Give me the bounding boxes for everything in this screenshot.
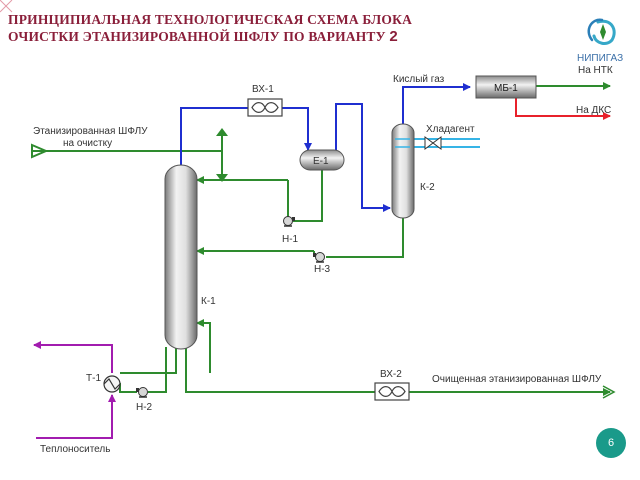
logo-text: НИПИГАЗ [577, 53, 623, 64]
title-line-2-text: ОЧИСТКИ ЭТАНИЗИРОВАННОЙ ШФЛУ ПО ВАРИАНТУ [8, 29, 390, 44]
k2-coolant-coil [395, 138, 410, 148]
page-title: ПРИНЦИПИАЛЬНАЯ ТЕХНОЛОГИЧЕСКАЯ СХЕМА БЛО… [8, 11, 478, 45]
pump-n3 [313, 252, 325, 263]
t1-return-line [148, 347, 167, 393]
page-number-badge: 6 [596, 428, 626, 458]
k1-overhead-line [180, 107, 248, 168]
k2-bottom-line [326, 218, 404, 258]
title-line-2: ОЧИСТКИ ЭТАНИЗИРОВАННОЙ ШФЛУ ПО ВАРИАНТУ… [8, 28, 478, 45]
feed-connector-arrow-up [216, 128, 228, 136]
product-line [185, 347, 611, 396]
air-cooler-vx1 [247, 98, 283, 117]
drum-e1 [299, 149, 345, 171]
acid-gas-line [402, 83, 471, 124]
label-coolant: Хладагент [426, 124, 475, 135]
label-to-ntk: На НТК [578, 65, 613, 76]
title-line-1: ПРИНЦИПИАЛЬНАЯ ТЕХНОЛОГИЧЕСКАЯ СХЕМА БЛО… [8, 12, 413, 27]
label-n1: Н-1 [282, 234, 299, 245]
label-heat-carrier: Теплоноситель [40, 444, 110, 455]
label-e1: Е-1 [313, 156, 329, 167]
label-feed-line2: на очистку [63, 138, 112, 149]
coolant-valve [424, 136, 442, 150]
k1-side-return-line [196, 319, 211, 373]
label-feed-line1: Этанизированная ШФЛУ [33, 126, 148, 137]
reflux-line-n1-k1 [293, 169, 323, 222]
n2-to-k1-line [119, 383, 137, 393]
heat-carrier-inlet-line [36, 394, 116, 439]
label-acid-gas: Кислый газ [393, 74, 445, 85]
mb1-to-dks-line [515, 96, 611, 120]
heat-carrier-outlet-line [33, 341, 113, 373]
e1-to-k2-line [335, 103, 391, 212]
label-vx2: ВХ-2 [380, 369, 402, 380]
label-mb1: МБ-1 [494, 83, 518, 94]
heat-exchanger-t1 [103, 375, 121, 393]
label-k2: К-2 [420, 182, 435, 193]
pump-n2 [136, 387, 148, 398]
feed-connector-arrow-down [216, 174, 228, 182]
unit-mb1 [475, 75, 537, 99]
label-t1: Т-1 [86, 373, 101, 384]
label-to-dks: На ДКС [576, 105, 611, 116]
nipigaz-logo [587, 18, 616, 45]
label-k1: К-1 [201, 296, 216, 307]
feed-inlet-arrow [31, 143, 49, 159]
vx1-outlet-line [282, 107, 312, 151]
title-variant-number: 2 [389, 28, 398, 45]
k1-bottom-to-t1-line [120, 347, 177, 374]
column-k1 [164, 164, 198, 350]
pump-n1 [283, 216, 295, 227]
air-cooler-vx2 [374, 382, 410, 401]
corner-cross-decoration [0, 0, 13, 13]
label-vx1: ВХ-1 [252, 84, 274, 95]
label-product: Очищенная этанизированная ШФЛУ [432, 374, 602, 385]
product-outlet-arrow [602, 385, 616, 399]
label-n2: Н-2 [136, 402, 153, 413]
label-n3: Н-3 [314, 264, 331, 275]
column-k2 [391, 123, 415, 219]
